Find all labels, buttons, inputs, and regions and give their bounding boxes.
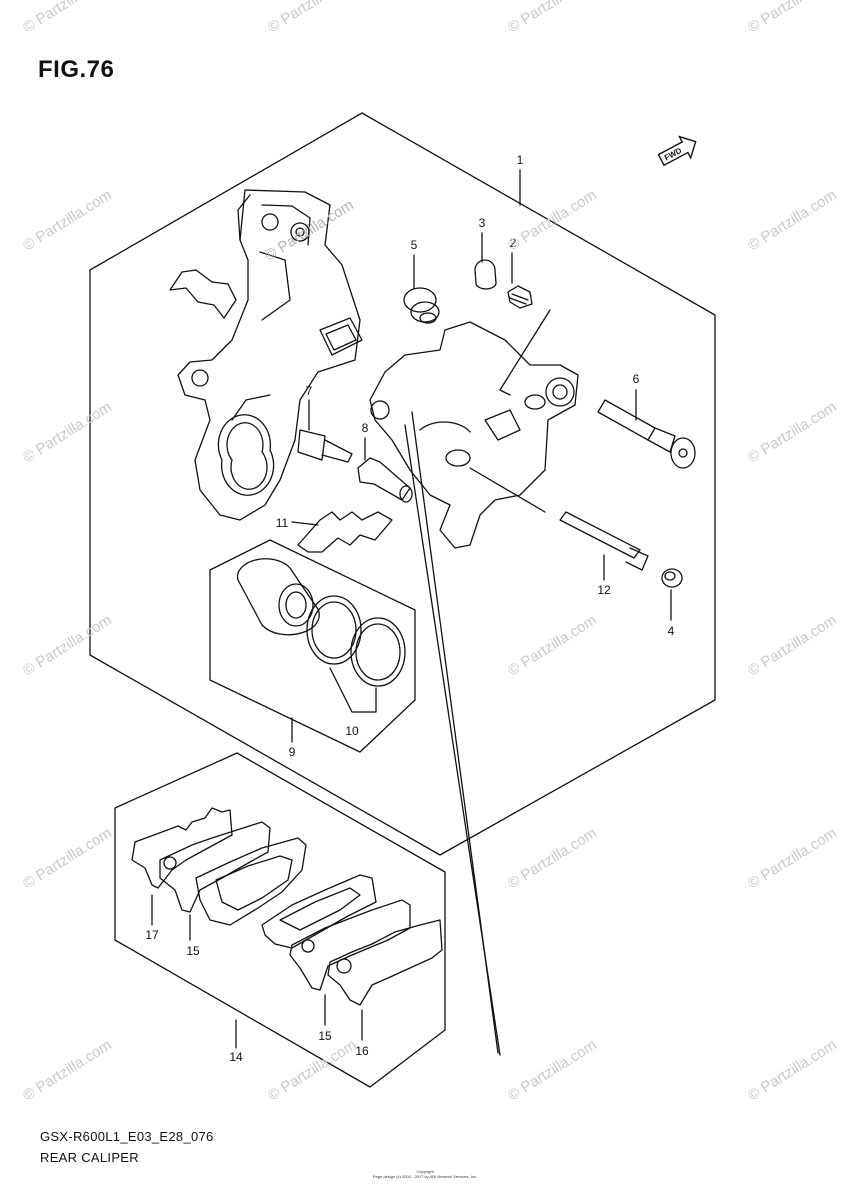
callout-8[interactable]: 8: [361, 421, 369, 435]
forward-arrow-icon: FWD: [657, 135, 697, 167]
caliper-boot: [403, 287, 440, 324]
callout-15-right[interactable]: 15: [318, 1029, 332, 1043]
callout-16[interactable]: 16: [355, 1044, 369, 1058]
pad-retainer-clip: [169, 269, 237, 319]
copyright-notice: Copyright Page design (c) 2004 - 2017 by…: [350, 1169, 500, 1179]
leader-11: [291, 521, 319, 526]
caliper-bracket: [177, 189, 363, 521]
piston-seals: [306, 595, 406, 687]
bleeder-valve: [507, 285, 533, 309]
pad-shim-right: [289, 899, 411, 991]
model-code: GSX-R600L1_E03_E28_076: [40, 1129, 214, 1144]
section-title: REAR CALIPER: [40, 1150, 139, 1165]
brake-pad-right: [261, 874, 377, 949]
leader-12: [469, 467, 546, 513]
copyright-line: Page design (c) 2004 - 2017 by ARI Netwo…: [372, 1174, 478, 1179]
leader-caliper-to-pads-b: [411, 411, 499, 1054]
callout-5[interactable]: 5: [410, 238, 418, 252]
callout-7[interactable]: 7: [305, 384, 313, 398]
copyright-line: Copyright: [416, 1169, 434, 1174]
pad-shim-left: [159, 821, 271, 913]
callout-15-left[interactable]: 15: [186, 944, 200, 958]
callout-11[interactable]: 11: [275, 516, 289, 530]
caliper-assembly-outline: [89, 112, 716, 856]
piston-seal-set-outline: [209, 539, 416, 753]
callout-14[interactable]: 14: [229, 1050, 243, 1064]
leader-2-assembly: [499, 309, 551, 396]
caliper-body: [369, 321, 579, 549]
callout-1[interactable]: 1: [516, 153, 524, 167]
callout-10[interactable]: 10: [345, 724, 359, 738]
pad-spring: [297, 511, 393, 553]
piston: [236, 558, 320, 636]
caliper-slide-bolt: [597, 399, 696, 469]
pad-mount-pin-plug: [661, 568, 683, 588]
leader-10: [329, 667, 377, 713]
bleeder-cap: [474, 259, 497, 290]
callout-9[interactable]: 9: [288, 745, 296, 759]
pin-boot: [357, 457, 413, 503]
brake-pad-left: [195, 837, 307, 926]
pad-mount-pin: [559, 511, 649, 571]
callout-17[interactable]: 17: [145, 928, 159, 942]
pad-shim-inner: [327, 919, 443, 1006]
pad-shim-outer: [131, 807, 233, 889]
brake-pad-set-outline: [114, 752, 446, 1088]
callout-6[interactable]: 6: [632, 372, 640, 386]
callout-2[interactable]: 2: [509, 236, 517, 250]
callout-3[interactable]: 3: [478, 216, 486, 230]
figure-title: FIG.76: [38, 56, 115, 83]
caliper-pin: [297, 429, 353, 463]
callout-12[interactable]: 12: [597, 583, 611, 597]
callout-4[interactable]: 4: [667, 624, 675, 638]
